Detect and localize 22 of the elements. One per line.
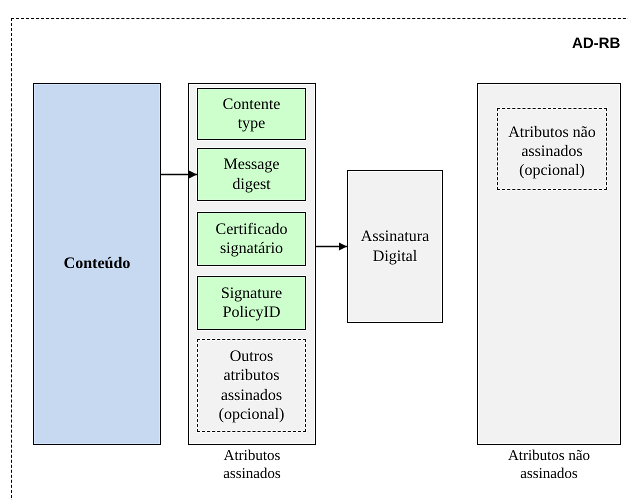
attribute-box (197, 148, 306, 201)
attribute-box (197, 212, 306, 266)
dashed-frame (11, 18, 628, 500)
frame-label: AD-RB (572, 35, 620, 53)
box-label: Atributos não assinados (opcional) (507, 123, 597, 181)
box-label: Conteúdo (62, 254, 132, 274)
optional-attribute-box (497, 108, 607, 190)
attribute-box (197, 88, 306, 140)
attribute-box (197, 276, 306, 330)
box-label: Certificado signatário (214, 220, 288, 258)
arrow (316, 242, 347, 250)
group-caption: Atributos assinados (222, 447, 282, 483)
box-label: Assinatura Digital (360, 227, 430, 266)
arrow (161, 170, 197, 178)
box-label: Message digest (222, 155, 280, 194)
box-label: Signature PolicyID (220, 284, 284, 322)
signature-box (347, 170, 443, 323)
box-label: Outros atributos assinados (opcional) (218, 347, 286, 424)
content-box (33, 83, 161, 445)
optional-attribute-box (197, 339, 306, 432)
group-caption: Atributos não assinados (506, 447, 592, 483)
box-label: Contente type (222, 94, 282, 134)
